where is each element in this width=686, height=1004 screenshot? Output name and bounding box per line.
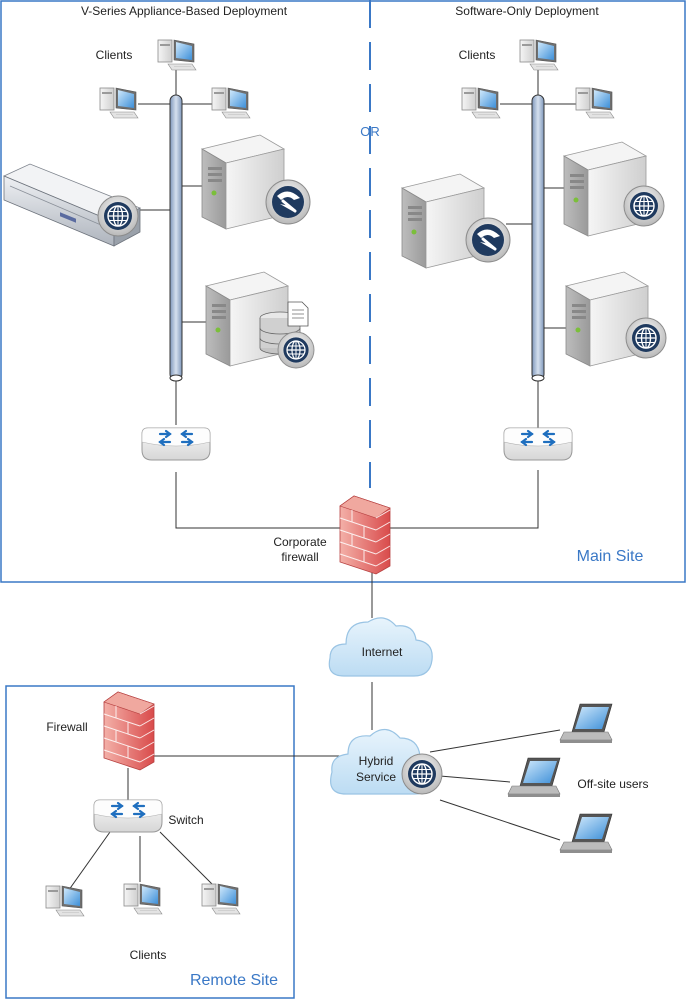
offsite-users-label: Off-site users [577, 777, 648, 791]
remote-firewall-label: Firewall [46, 720, 87, 734]
remote-site-border [5, 685, 295, 999]
clients-label-right: Clients [459, 48, 496, 62]
backbone-right [531, 94, 545, 382]
remote-switch-label: Switch [168, 813, 203, 827]
hybrid-label-line2: Service [356, 770, 396, 784]
hybrid-label-line1: Hybrid [359, 754, 394, 768]
client-pc-icon [211, 87, 251, 119]
switch-icon [502, 426, 574, 462]
remote-firewall-icon [103, 691, 155, 771]
backbone-left [169, 94, 183, 382]
internet-cloud-icon [328, 617, 433, 677]
clients-label-left: Clients [96, 48, 133, 62]
appliance-heading: V-Series Appliance-Based Deployment [81, 4, 288, 18]
client-pc-icon [157, 39, 197, 71]
product-logo-icon [264, 178, 312, 226]
corporate-firewall-icon [339, 495, 391, 575]
client-pc-icon [575, 87, 615, 119]
client-pc-icon [461, 87, 501, 119]
software-heading: Software-Only Deployment [455, 4, 599, 18]
client-pc-icon [519, 39, 559, 71]
client-pc-icon [201, 883, 241, 915]
laptop-icon [559, 703, 613, 744]
remote-site-label: Remote Site [190, 972, 278, 989]
switch-icon [140, 426, 212, 462]
remote-clients-label: Clients [130, 948, 167, 962]
main-site-border [0, 0, 686, 583]
internet-label: Internet [362, 645, 403, 659]
switch-icon [92, 798, 164, 834]
laptop-icon [507, 757, 561, 798]
product-logo-icon [464, 216, 512, 264]
globe-icon [623, 185, 665, 227]
client-pc-icon [99, 87, 139, 119]
laptop-icon [559, 813, 613, 854]
client-pc-icon [45, 885, 85, 917]
connection-lines [65, 70, 576, 895]
corporate-firewall-label-line1: Corporate [273, 535, 327, 549]
or-label: OR [360, 124, 380, 139]
globe-icon [625, 317, 667, 359]
globe-icon [277, 331, 315, 369]
globe-icon [97, 195, 139, 237]
client-pc-icon [123, 883, 163, 915]
document-icon [287, 301, 309, 327]
main-site-label: Main Site [577, 548, 644, 565]
corporate-firewall-label-line2: firewall [281, 550, 318, 564]
globe-icon [401, 753, 443, 795]
